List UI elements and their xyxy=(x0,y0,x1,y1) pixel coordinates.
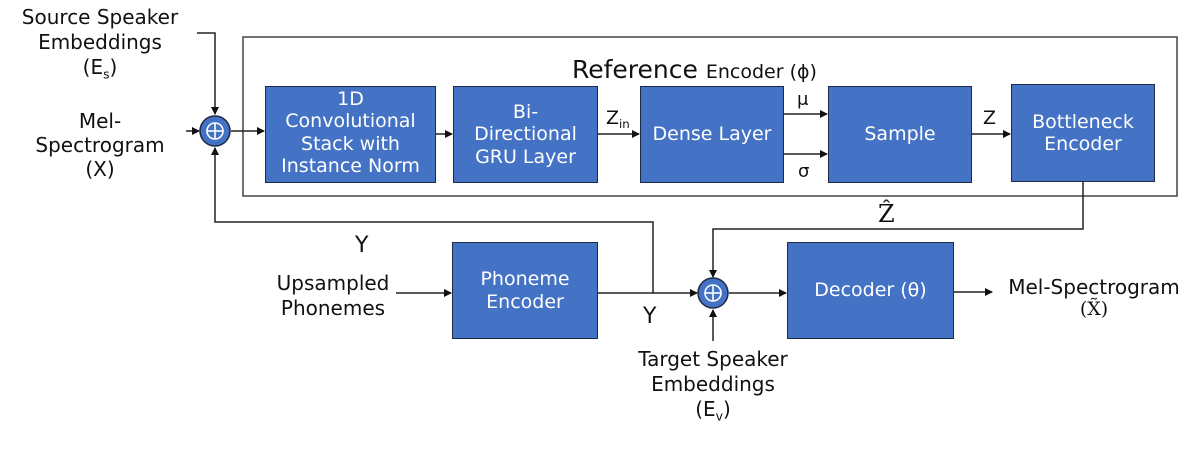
phoneme-encoder-line1: Phoneme xyxy=(480,268,570,291)
mel-input-line1: Mel- xyxy=(78,109,122,133)
source-speaker-line2: Embeddings xyxy=(38,30,162,54)
gru-line1: Bi- xyxy=(512,100,539,123)
z-label: Z xyxy=(983,107,997,129)
mel-output-label: Mel-Spectrogram (X̃) xyxy=(994,276,1194,321)
phoneme-encoder-line2: Encoder xyxy=(486,290,564,313)
source-speaker-edge xyxy=(197,32,219,115)
z-in-subscript: in xyxy=(619,117,630,132)
conv-stack-block: 1D Convolutional Stack with Instance Nor… xyxy=(265,86,436,183)
dense-layer-block: Dense Layer xyxy=(640,86,784,183)
decoder-label: Decoder (θ) xyxy=(814,279,927,302)
target-speaker-label: Target Speaker Embeddings (Ev) xyxy=(618,348,808,424)
sigma-label: σ xyxy=(798,161,810,182)
target-speaker-symbol-letter: E xyxy=(703,397,716,421)
y-upper-label: Y xyxy=(355,233,369,258)
conv-line3: Stack with xyxy=(301,132,400,155)
upsampled-line2: Phonemes xyxy=(280,296,386,320)
source-speaker-symbol-letter: E xyxy=(90,55,104,79)
upsampled-line1: Upsampled xyxy=(276,271,390,295)
conv-line1: 1D xyxy=(337,87,364,110)
conv-line2: Convolutional xyxy=(285,110,416,133)
sample-block: Sample xyxy=(828,86,972,183)
y-feedback-edge xyxy=(211,147,654,293)
bottleneck-line1: Bottleneck xyxy=(1032,110,1134,133)
bi-gru-block: Bi- Directional GRU Layer xyxy=(453,86,598,183)
conv-line4: Instance Norm xyxy=(281,154,420,177)
gru-line2: Directional xyxy=(474,123,577,146)
target-speaker-symbol: (Ev) xyxy=(695,397,731,424)
mel-input-line2: Spectrogram xyxy=(35,133,165,157)
bottleneck-line2: Encoder xyxy=(1044,133,1122,155)
reference-encoder-container xyxy=(242,36,1178,197)
phoneme-encoder-block: Phoneme Encoder xyxy=(452,242,598,339)
target-speaker-subscript: v xyxy=(715,408,723,424)
target-speaker-line2: Embeddings xyxy=(651,372,775,396)
mel-input-label: Mel- Spectrogram (X) xyxy=(30,110,170,181)
upsampled-phonemes-label: Upsampled Phonemes xyxy=(268,272,398,320)
mu-label: μ xyxy=(797,89,809,110)
source-speaker-subscript: s xyxy=(103,66,110,82)
sum-node-input xyxy=(199,115,231,147)
gru-line3: GRU Layer xyxy=(475,145,576,168)
mel-output-symbol: (X̃) xyxy=(1079,298,1109,320)
source-speaker-symbol: (Es) xyxy=(82,55,118,82)
z-in-label: Zin xyxy=(606,107,630,132)
source-speaker-label: Source Speaker Embeddings (Es) xyxy=(0,6,200,82)
z-in-letter: Z xyxy=(606,107,620,129)
decoder-block: Decoder (θ) xyxy=(787,242,954,339)
y-lower-label: Y xyxy=(643,304,657,329)
bottleneck-encoder-block: Bottleneck Encoder xyxy=(1011,84,1155,182)
reference-encoder-title: Reference Encoder (ϕ) xyxy=(572,55,817,85)
mel-output-line1: Mel-Spectrogram xyxy=(1008,275,1180,299)
reference-encoder-title-rest: Encoder (ϕ) xyxy=(705,61,817,83)
sum-node-decoder xyxy=(697,277,729,309)
source-speaker-line1: Source Speaker xyxy=(21,5,179,29)
target-speaker-line1: Target Speaker xyxy=(638,347,788,371)
dense-label: Dense Layer xyxy=(652,123,772,146)
sample-label: Sample xyxy=(864,123,936,146)
mel-input-line3: (X) xyxy=(85,157,115,181)
reference-encoder-title-word: Reference xyxy=(572,55,698,84)
z-hat-label: Ẑ xyxy=(878,200,895,228)
z-hat-edge xyxy=(709,182,1084,278)
